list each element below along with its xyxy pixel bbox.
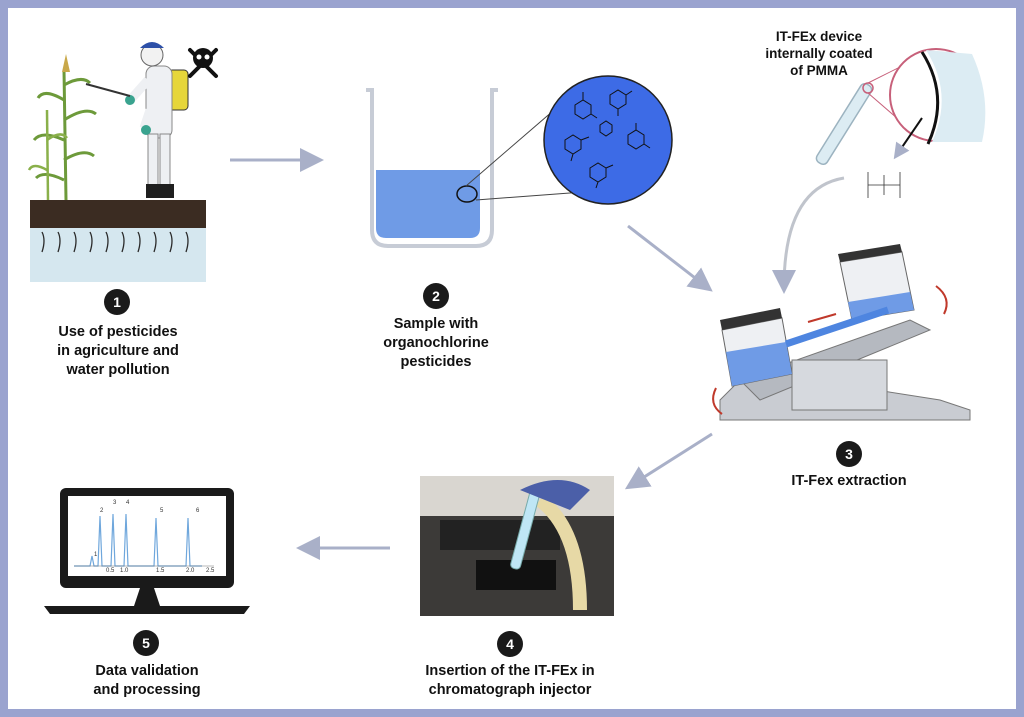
step-label-line: Sample with bbox=[393, 316, 479, 332]
molecule-magnifier bbox=[543, 75, 673, 205]
corn-tassel bbox=[62, 54, 70, 72]
step-label-line: chromatograph injector bbox=[428, 682, 592, 698]
seepage-arrows bbox=[41, 231, 189, 253]
sample-liquid bbox=[376, 170, 480, 238]
step-label-1: Use of pesticides in agriculture and wat… bbox=[36, 323, 200, 380]
vial-left bbox=[720, 308, 793, 387]
device-callout: IT-FEx device internally coated of PMMA bbox=[744, 28, 894, 79]
step-badge-5: 5 bbox=[133, 630, 159, 656]
soil-layer bbox=[30, 200, 206, 228]
chromatogram-peak-label: 1 bbox=[94, 552, 98, 558]
chromatogram-axis-tick: 0.5 bbox=[106, 568, 115, 574]
chromatogram-peak-label: 6 bbox=[196, 508, 200, 514]
connecting-tube bbox=[784, 306, 890, 348]
zoom-circle-small bbox=[456, 185, 478, 203]
corn-plant-small bbox=[27, 109, 68, 201]
groundwater-layer bbox=[30, 228, 206, 282]
step-label-4: Insertion of the IT-FEx in chromatograph… bbox=[410, 662, 610, 700]
monitor-chromatogram bbox=[44, 488, 250, 614]
step-label-line: in agriculture and bbox=[57, 343, 179, 359]
organochlorine-molecules bbox=[564, 89, 651, 189]
step-label-line: IT-Fex extraction bbox=[791, 473, 907, 489]
chromatogram-axis-tick: 2.5 bbox=[206, 568, 215, 574]
step-label-5: Data validation and processing bbox=[80, 662, 214, 700]
beaker-illustration bbox=[366, 75, 673, 248]
it-fex-tube bbox=[815, 82, 873, 166]
step-label-2: Sample with organochlorine pesticides bbox=[370, 315, 502, 372]
step-label-line: Use of pesticides bbox=[58, 324, 178, 340]
chromatogram-axis-tick: 1.0 bbox=[120, 568, 129, 574]
step-label-line: pesticides bbox=[400, 354, 472, 370]
step-label-line: Insertion of the IT-FEx in bbox=[425, 663, 595, 679]
chromatogram-peak-label: 2 bbox=[100, 508, 104, 514]
step-label-line: water pollution bbox=[66, 362, 170, 378]
pmma-structure bbox=[867, 172, 901, 198]
step-badge-3: 3 bbox=[836, 441, 862, 467]
arrow-2-to-3 bbox=[627, 224, 713, 292]
chromatogram-peak-label: 5 bbox=[160, 508, 164, 514]
device-callout-line: internally coated bbox=[765, 46, 873, 61]
step-badge-2: 2 bbox=[423, 283, 449, 309]
skull-crossbones-icon bbox=[188, 48, 218, 78]
chromatogram-axis-tick: 1.5 bbox=[156, 568, 165, 574]
step-label-line: Data validation bbox=[95, 663, 199, 679]
flow-arrows bbox=[230, 148, 713, 560]
step-badge-1: 1 bbox=[104, 289, 130, 315]
chromatogram-axis-tick: 2.0 bbox=[186, 568, 195, 574]
step-label-3: IT-Fex extraction bbox=[770, 472, 928, 491]
step-label-line: organochlorine bbox=[383, 335, 489, 351]
injector-photo bbox=[420, 476, 614, 616]
pesticide-field-illustration bbox=[27, 42, 218, 282]
chromatogram-peak-label: 4 bbox=[126, 500, 130, 506]
step-badge-4: 4 bbox=[497, 631, 523, 657]
arrow-3-to-4 bbox=[624, 432, 713, 490]
device-callout-line: IT-FEx device bbox=[775, 29, 863, 44]
extraction-apparatus bbox=[712, 176, 971, 421]
chromatogram-peak-label: 3 bbox=[113, 500, 117, 506]
device-callout-line: of PMMA bbox=[790, 63, 848, 78]
it-fex-device-illustration bbox=[815, 48, 986, 198]
vial-right bbox=[838, 244, 915, 321]
step-label-line: and processing bbox=[93, 682, 201, 698]
farmer-spraying bbox=[85, 42, 189, 198]
